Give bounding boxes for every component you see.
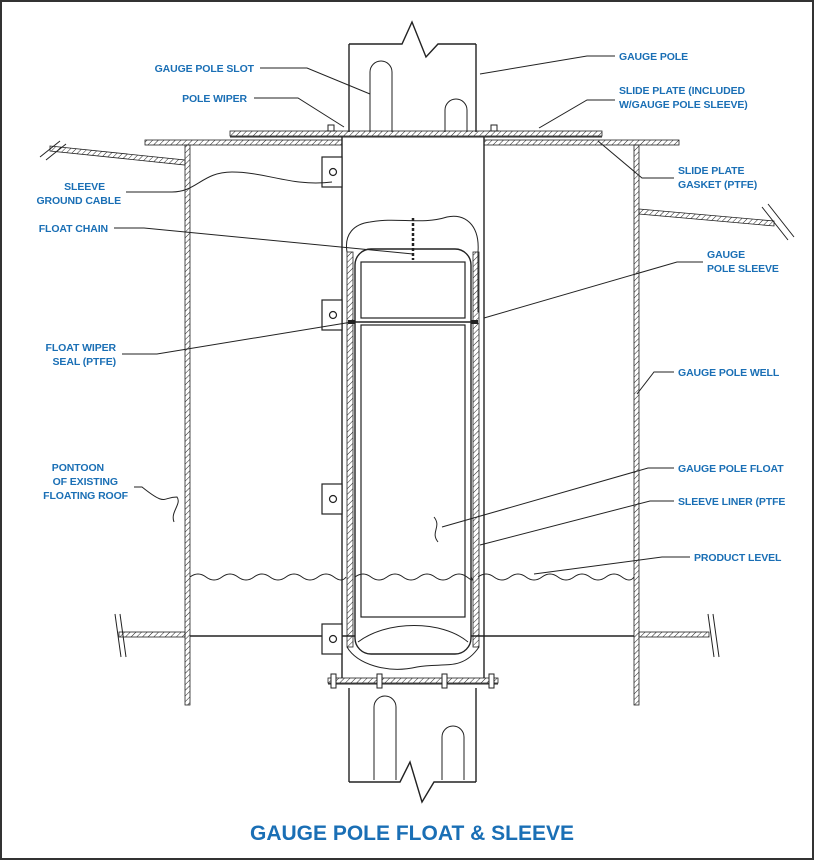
sleeve-lug (321, 299, 343, 331)
sleeve-lug (321, 623, 343, 655)
gauge-pole-upper (348, 20, 477, 132)
label-sleeve-ground-cable: SLEEVE (64, 181, 105, 193)
label-slide-plate: SLIDE PLATE (INCLUDED (619, 85, 746, 97)
sleeve-lug (321, 156, 343, 188)
leader-lines (114, 55, 703, 575)
slide-plate (229, 124, 603, 138)
sleeve-liner (345, 215, 480, 670)
gauge-pole-sleeve (321, 137, 485, 678)
label-gauge-pole-sleeve: POLE SLEEVE (707, 263, 779, 275)
flange-bolt (488, 673, 495, 689)
top-deck-plate (144, 139, 680, 146)
label-float-wiper-seal: SEAL (PTFE) (53, 356, 116, 368)
label-pontoon: OF EXISTING (53, 476, 118, 488)
label-slide-plate: W/GAUGE POLE SLEEVE) (619, 99, 748, 111)
slide-plate-bolt (326, 124, 336, 132)
label-gauge-pole-sleeve: GAUGE (707, 249, 745, 261)
label-sleeve-liner: SLEEVE LINER (PTFE (678, 496, 785, 508)
diagram-title: GAUGE POLE FLOAT & SLEEVE (250, 822, 574, 845)
label-pontoon: FLOATING ROOF (43, 490, 129, 502)
labels-right: GAUGE POLE SLIDE PLATE (INCLUDED W/GAUGE… (619, 51, 785, 564)
sleeve-lug (321, 483, 343, 515)
flange-bolt (330, 673, 337, 689)
floating-roof-left (39, 140, 186, 166)
label-sleeve-ground-cable: GROUND CABLE (36, 195, 121, 207)
label-gauge-pole: GAUGE POLE (619, 51, 688, 63)
product-level-line (189, 573, 635, 581)
label-float-wiper-seal: FLOAT WIPER (46, 342, 117, 354)
label-gauge-pole-slot: GAUGE POLE SLOT (155, 63, 255, 75)
flange-bolt (376, 673, 383, 689)
floating-roof-right (638, 203, 795, 241)
label-product-level: PRODUCT LEVEL (694, 552, 782, 564)
label-float-chain: FLOAT CHAIN (39, 223, 108, 235)
label-gauge-pole-float: GAUGE POLE FLOAT (678, 463, 784, 475)
labels-left: GAUGE POLE SLOT POLE WIPER SLEEVE GROUND… (36, 63, 254, 502)
flange-bolt (441, 673, 448, 689)
slide-plate-bolt (489, 124, 499, 132)
bottom-flange (327, 673, 499, 689)
label-slide-plate-gasket: GASKET (PTFE) (678, 179, 757, 191)
label-pontoon: PONTOON (52, 462, 104, 474)
gauge-pole-lower (348, 688, 477, 804)
label-gauge-pole-well: GAUGE POLE WELL (678, 367, 780, 379)
label-pole-wiper: POLE WIPER (182, 93, 247, 105)
gauge-pole-float (348, 248, 478, 655)
label-slide-plate-gasket: SLIDE PLATE (678, 165, 744, 177)
